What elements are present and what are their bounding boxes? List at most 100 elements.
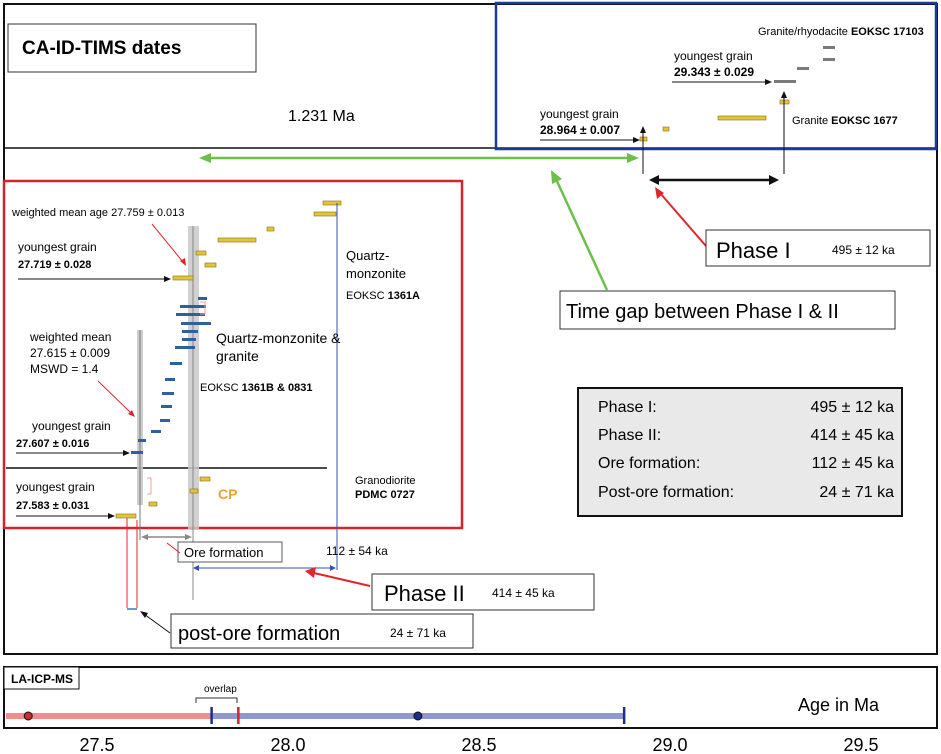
zircon-bar: [313, 211, 337, 217]
arrowhead: [551, 170, 562, 184]
zircon-bar: [195, 250, 207, 256]
axis-label: Age in Ma: [798, 695, 880, 715]
laicp-red-center-dot: [23, 711, 33, 721]
post-ore-callout: [170, 613, 474, 649]
arrowhead: [193, 565, 199, 571]
zircon-bar: [182, 338, 196, 341]
laicp-method-label: LA-ICP-MS: [11, 672, 73, 686]
zircon-bar: [181, 322, 211, 325]
zircon-bar: [172, 275, 194, 281]
summary-label: Ore formation:: [598, 455, 700, 472]
zircon-bar: [180, 305, 206, 308]
zircon-bar: [204, 262, 217, 268]
yg-1361a-label: youngest grain: [18, 240, 97, 254]
cp-label: CP: [218, 486, 237, 502]
arrowhead: [185, 534, 192, 540]
zircon-bar: [797, 67, 809, 70]
green-pointer-arrow: [554, 178, 609, 291]
zircon-bar: [165, 378, 175, 381]
yg-0727-value: 27.583 ± 0.031: [16, 500, 89, 512]
ore-red-pointer: [166, 542, 181, 554]
arrowhead: [305, 567, 316, 578]
x-tick-label: 27.5: [79, 735, 114, 754]
summary-label: Phase I:: [598, 399, 657, 416]
time-gap-label: Time gap between Phase I & II: [566, 301, 839, 323]
arrowhead: [180, 258, 186, 266]
sample-qm-granite-name-1: Quartz-monzonite &: [216, 330, 341, 346]
zircon-bar: [151, 430, 161, 433]
sample-qm-granite-code: EOKSC 1361B & 0831: [200, 382, 313, 394]
phase2-title: Phase II: [384, 581, 465, 606]
zircon-bar: [662, 126, 670, 132]
pink-bracket: [200, 301, 206, 315]
yg-1677-label: youngest grain: [540, 107, 619, 121]
zircon-bars-0727: [115, 476, 211, 519]
x-tick-label: 29.0: [652, 735, 687, 754]
arrowhead: [123, 450, 130, 456]
laicp-red-bar: [6, 713, 239, 719]
page-title: CA-ID-TIMS dates: [22, 38, 181, 59]
zircon-bar: [823, 46, 835, 49]
sample-0727-name: Granodiorite: [355, 475, 416, 487]
arrowhead: [769, 175, 779, 185]
wm-1361a-label: weighted mean age 27.759 ± 0.013: [11, 207, 184, 219]
summary-value: 414 ± 45 ka: [810, 427, 894, 444]
zircon-bar: [160, 419, 170, 422]
zircon-bar: [176, 313, 205, 316]
zircon-bar: [198, 297, 207, 300]
sample-1677-name: Granite EOKSC 1677: [792, 115, 898, 127]
summary-label: Post-ore formation:: [598, 484, 734, 501]
summary-value: 24 ± 71 ka: [819, 484, 894, 501]
arrowhead: [640, 126, 646, 133]
sample-1361a-name-2: monzonite: [346, 266, 406, 281]
zircon-bar: [217, 237, 257, 243]
phase2-callout: [371, 573, 595, 611]
yg-1361b-label: youngest grain: [32, 419, 111, 433]
phase1-value: 495 ± 12 ka: [832, 243, 895, 257]
wm-1361b-arrow: [97, 380, 132, 414]
zircon-bar: [161, 405, 172, 408]
zircon-bar: [170, 362, 182, 365]
laicp-bars: [6, 707, 626, 724]
summary-value: 112 ± 45 ka: [812, 455, 894, 472]
arrowhead: [781, 91, 787, 98]
arrowhead: [199, 153, 211, 163]
gap-label: 1.231 Ma: [288, 108, 355, 125]
overlap-label: overlap: [204, 684, 237, 695]
arrowhead: [655, 187, 664, 199]
zircon-bar: [175, 346, 195, 349]
yg-17103-label: youngest grain: [674, 49, 753, 63]
yg-1361b-value: 27.607 ± 0.016: [16, 438, 89, 450]
sample-1361a-name-1: Quartz-: [346, 248, 389, 263]
arrowhead: [141, 534, 148, 540]
yg-17103-value: 29.343 ± 0.029: [674, 65, 754, 79]
arrowhead: [128, 410, 135, 417]
x-tick-label: 29.5: [843, 735, 878, 754]
sample-1361a-code: EOKSC 1361A: [346, 290, 420, 302]
x-tick-label: 28.0: [270, 735, 305, 754]
zircon-bar: [266, 226, 275, 232]
sample-qm-granite-name-2: granite: [216, 348, 259, 364]
arrowhead: [108, 513, 115, 519]
zircon-bars-1361a: [172, 200, 342, 281]
zircon-bars-1361b: [131, 297, 211, 454]
ore-span-label: 112 ± 54 ka: [326, 544, 388, 558]
phase2-value: 414 ± 45 ka: [492, 586, 555, 600]
red-pointer-phase1: [659, 192, 707, 247]
arrowhead: [633, 137, 640, 143]
x-tick-label: 28.5: [461, 735, 496, 754]
zircon-bar: [182, 330, 198, 333]
arrowhead: [765, 79, 772, 85]
phase1-frame: [494, 1, 938, 151]
arrowhead: [649, 175, 659, 185]
ore-formation-label: Ore formation: [184, 545, 263, 560]
pink-bracket: [147, 477, 152, 495]
zircon-bar: [717, 115, 767, 121]
arrowhead: [164, 276, 171, 282]
arrowhead: [140, 611, 148, 618]
sample-0727-code: PDMC 0727: [355, 489, 415, 501]
zircon-bar: [131, 451, 143, 454]
zircon-bar: [162, 392, 174, 395]
yg-1677-value: 28.964 ± 0.007: [540, 123, 620, 137]
